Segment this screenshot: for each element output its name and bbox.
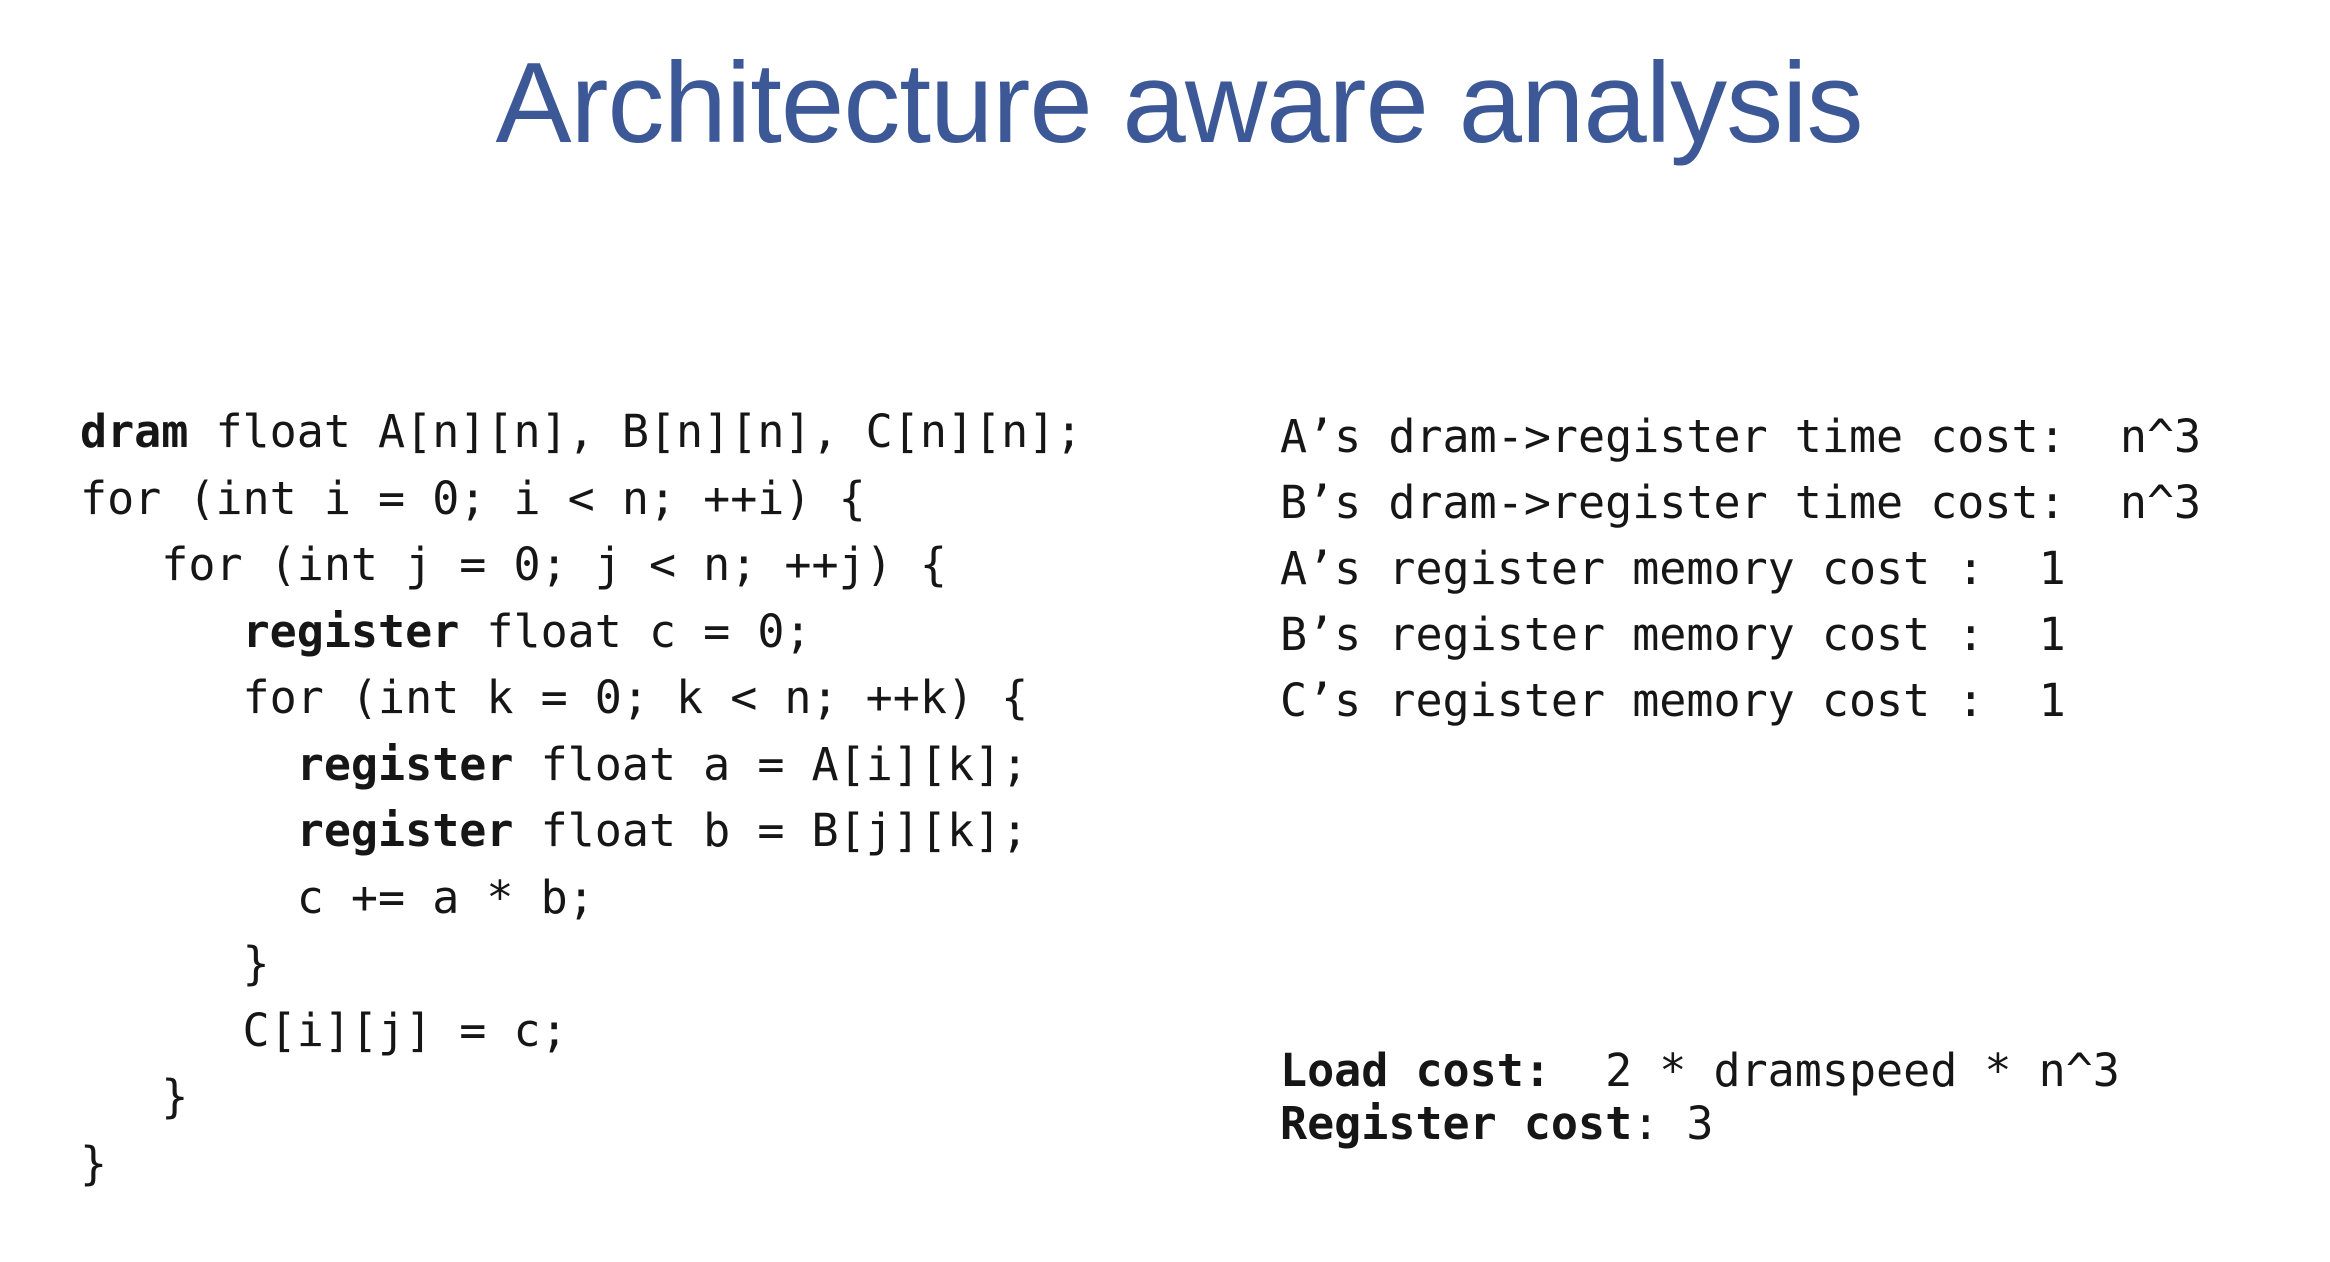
text-line: C’s register memory cost : 1 <box>1280 674 2066 727</box>
keyword-bold: register <box>296 804 514 857</box>
code-line: c += a * b; <box>80 865 1082 932</box>
code-line: C[i][j] = c; <box>80 998 1082 1065</box>
code-text <box>80 804 297 857</box>
code-line: for (int i = 0; i < n; ++i) { <box>80 466 1082 533</box>
keyword-bold: Load cost: <box>1280 1044 1551 1097</box>
code-text: float A[n][n], B[n][n], C[n][n]; <box>188 405 1083 458</box>
code-line: dram float A[n][n], B[n][n], C[n][n]; <box>80 399 1082 466</box>
code-text: float b = B[j][k]; <box>513 804 1029 857</box>
keyword-bold: register <box>296 737 514 791</box>
code-line: } <box>80 1131 1082 1198</box>
code-line: register float c = 0; <box>80 599 1082 666</box>
code-text: for (int k = 0; k < n; ++k) { <box>80 671 1029 724</box>
text-line: B’s register memory cost : 1 <box>1280 608 2066 661</box>
code-text: c += a * b; <box>80 870 595 924</box>
code-line: register float b = B[j][k]; <box>80 798 1082 865</box>
code-text: } <box>80 1136 108 1190</box>
code-text: float c = 0; <box>459 604 812 658</box>
text-line: A’s dram->register time cost: n^3 <box>1280 410 2202 463</box>
code-line: for (int k = 0; k < n; ++k) { <box>80 665 1082 732</box>
code-text: C[i][j] = c; <box>80 1003 568 1057</box>
code-text: for (int i = 0; i < n; ++i) { <box>80 471 866 525</box>
code-text <box>80 605 243 658</box>
text-line: A’s register memory cost : 1 <box>1280 542 2066 595</box>
code-text: for (int j = 0; j < n; ++j) { <box>80 538 947 591</box>
code-block: dram float A[n][n], B[n][n], C[n][n];for… <box>80 399 1082 1197</box>
code-text <box>80 738 297 791</box>
code-line: register float a = A[i][k]; <box>80 732 1082 799</box>
code-text: } <box>80 937 270 990</box>
code-line: for (int j = 0; j < n; ++j) { <box>80 532 1082 599</box>
keyword-bold: Register cost <box>1280 1097 1633 1150</box>
code-line: Load cost: 2 * dramspeed * n^3 <box>1280 1044 2120 1097</box>
keyword-bold: register <box>242 604 460 658</box>
text-line: B’s dram->register time cost: n^3 <box>1280 476 2202 529</box>
keyword-bold: dram <box>80 405 189 458</box>
code-text: float a = A[i][k]; <box>513 737 1029 791</box>
slide-title: Architecture aware analysis <box>495 40 1864 167</box>
code-text: 2 * dramspeed * n^3 <box>1550 1044 2120 1097</box>
code-text: } <box>80 1070 189 1123</box>
code-line: } <box>80 931 1082 998</box>
code-line: Register cost: 3 <box>1280 1097 2120 1150</box>
code-line: } <box>80 1064 1082 1131</box>
code-text: : 3 <box>1632 1097 1714 1150</box>
